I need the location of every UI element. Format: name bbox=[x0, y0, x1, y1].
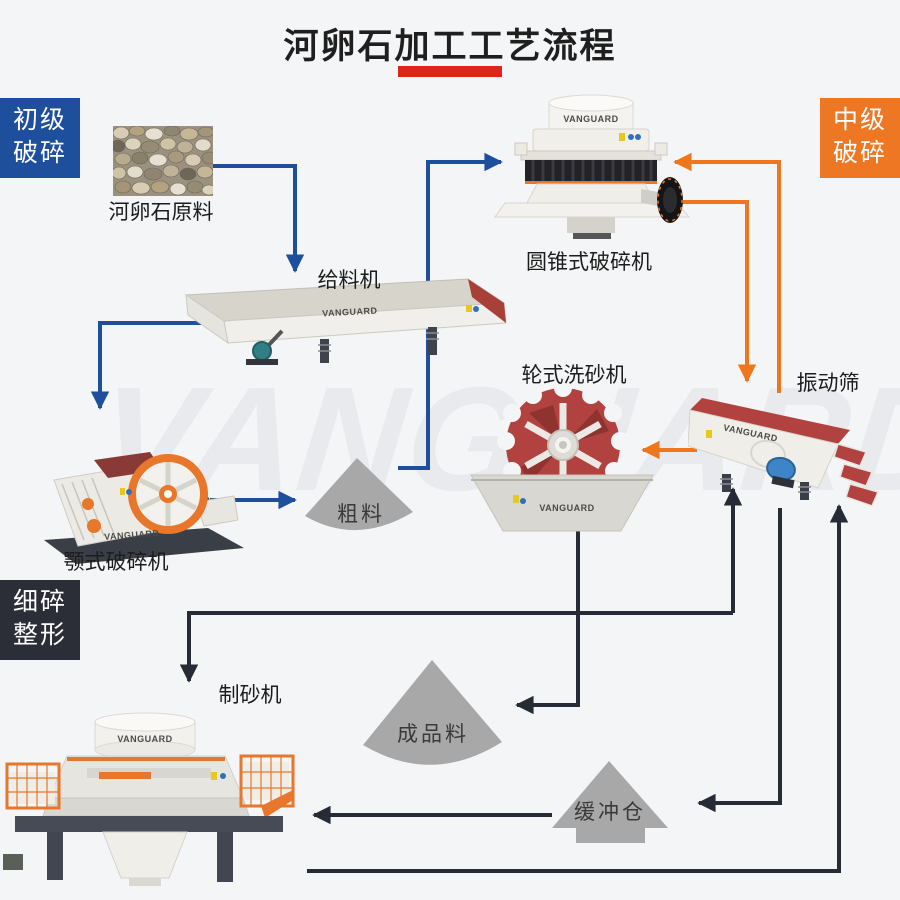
brand-text: VANGUARD bbox=[322, 306, 378, 319]
arrow-feeder-to-jaw bbox=[90, 321, 205, 410]
title-underline bbox=[398, 66, 502, 77]
label-cone-crusher: 圆锥式破碎机 bbox=[526, 251, 652, 274]
arrow-washer-to-finished bbox=[515, 528, 580, 715]
brand-text: VANGUARD bbox=[104, 528, 160, 542]
label-raw-material: 河卵石原料 bbox=[108, 201, 214, 224]
arrow-raw-to-feeder bbox=[212, 164, 305, 273]
arrow-sandmaker-to-screen-right bbox=[307, 504, 849, 873]
stage-badge-line: 整形 bbox=[13, 621, 68, 649]
label-buffer-bin: 缓冲仓 bbox=[574, 801, 646, 824]
stage-badge-fine-crushing: 细碎 整形 bbox=[0, 580, 80, 660]
vibrating-screen-illustration: VANGUARD bbox=[688, 398, 880, 507]
cone-crusher-illustration: VANGUARD bbox=[494, 94, 691, 239]
finished-material-pile-shape bbox=[363, 660, 502, 765]
stage-badge-line: 破碎 bbox=[833, 139, 888, 167]
arrow-screen-to-buffer bbox=[697, 508, 782, 813]
stage-badge-line: 中级 bbox=[833, 106, 888, 134]
label-sand-maker: 制砂机 bbox=[218, 684, 282, 707]
stage-badge-line: 细碎 bbox=[13, 588, 68, 616]
feeder-illustration: VANGUARD bbox=[184, 278, 507, 365]
brand-text: VANGUARD bbox=[117, 734, 172, 744]
brand-text: VANGUARD bbox=[563, 114, 618, 124]
brand-text: VANGUARD bbox=[539, 503, 594, 513]
buffer-bin-shape bbox=[552, 761, 668, 843]
label-coarse-material: 粗料 bbox=[337, 503, 385, 526]
page-title: 河卵石加工工艺流程 bbox=[283, 27, 617, 66]
label-jaw-crusher: 颚式破碎机 bbox=[63, 551, 169, 574]
arrow-screen-to-cone bbox=[673, 152, 781, 393]
arrow-cone-to-screen bbox=[678, 200, 757, 383]
arrow-screen-to-sandmaker bbox=[179, 611, 733, 683]
sand-washer-illustration: VANGUARD bbox=[470, 383, 654, 532]
label-sand-washer: 轮式洗砂机 bbox=[521, 364, 627, 387]
jaw-crusher-illustration: VANGUARD bbox=[44, 452, 244, 564]
stage-badge-medium-crushing: 中级 破碎 bbox=[820, 98, 900, 178]
sand-maker-illustration: VANGUARD bbox=[3, 712, 295, 886]
coarse-material-pile-shape bbox=[305, 458, 413, 531]
raw-material-photo bbox=[113, 126, 213, 196]
stage-badge-line: 破碎 bbox=[13, 139, 68, 167]
label-finished-material: 成品料 bbox=[397, 723, 469, 746]
stage-badge-line: 初级 bbox=[13, 106, 68, 134]
label-feeder: 给料机 bbox=[317, 269, 381, 292]
label-vibrating-screen: 振动筛 bbox=[796, 372, 860, 395]
stage-badge-primary-crushing: 初级 破碎 bbox=[0, 98, 80, 178]
